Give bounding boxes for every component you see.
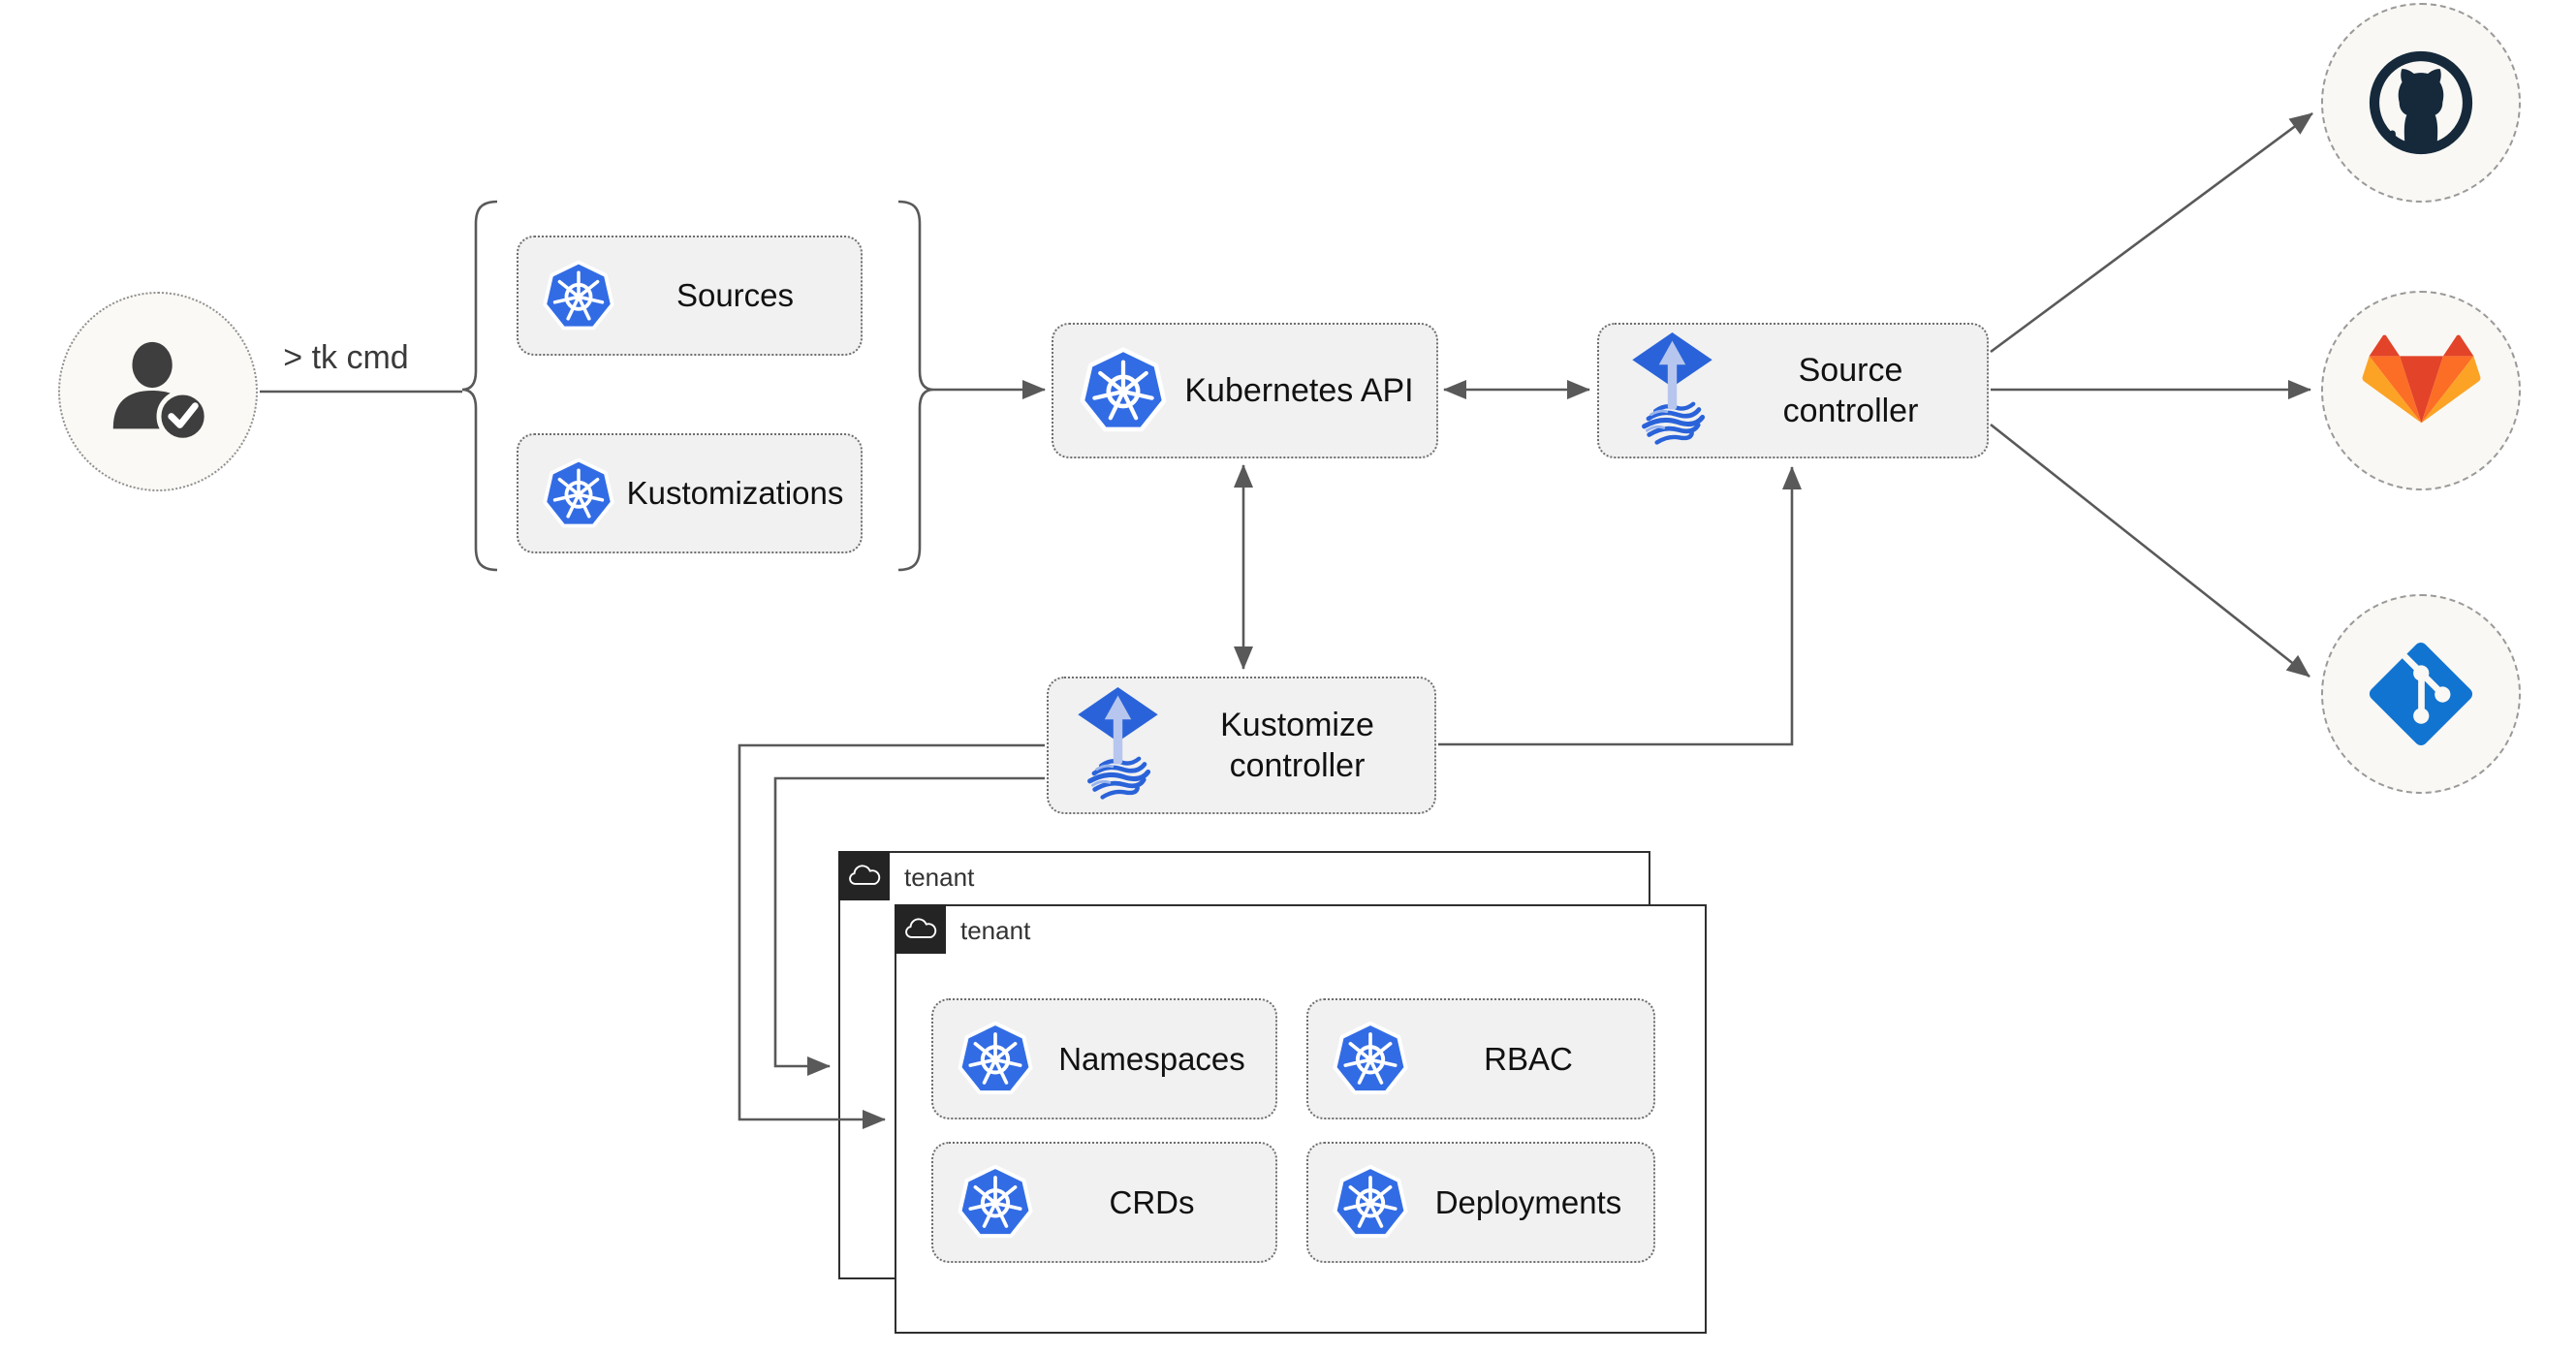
kubernetes-icon [957,1162,1034,1243]
source-controller-node: Source controller [1597,323,1989,458]
rbac-label: RBAC [1484,1040,1573,1077]
user-check-icon [101,334,215,449]
gitlab-icon [2361,333,2482,449]
edge-kustomize-to-source [1438,466,1802,746]
cloud-icon [903,918,937,941]
namespaces-label: Namespaces [1058,1040,1245,1077]
kustomize-controller-label: Kustomize controller [1220,706,1374,785]
namespaces-node: Namespaces [931,998,1277,1119]
deployments-label: Deployments [1434,1183,1622,1220]
github-icon [2363,45,2479,161]
kustomizations-label: Kustomizations [626,475,844,512]
kustomizations-node: Kustomizations [517,433,863,553]
user-avatar [58,292,258,491]
kubernetes-icon [542,456,615,532]
left-brace [461,200,498,572]
kubernetes-icon [957,1019,1034,1099]
source-controller-label: Source controller [1782,351,1919,430]
edge-source-to-github [1990,111,2313,354]
git-repo-node [2321,594,2521,794]
crds-node: CRDs [931,1142,1277,1263]
cloud-icon [847,865,881,888]
kubernetes-api-label: Kubernetes API [1184,371,1414,409]
crds-label: CRDs [1109,1183,1195,1220]
rbac-node: RBAC [1306,998,1655,1119]
kubernetes-icon [1079,344,1168,437]
edge-source-to-git [1990,423,2310,678]
kubernetes-api-node: Kubernetes API [1052,323,1438,458]
kubernetes-icon [542,258,615,334]
kubernetes-icon [1332,1162,1409,1243]
sources-label: Sources [675,277,795,314]
sources-node: Sources [517,236,863,356]
tenant-header [838,851,890,900]
kubernetes-icon [1332,1019,1409,1099]
tk-cmd-label: > tk cmd [283,339,409,376]
tenant-header [895,904,946,954]
kustomize-controller-node: Kustomize controller [1047,677,1436,814]
right-brace [897,200,934,572]
gitlab-repo-node [2321,291,2521,490]
flux-icon [1076,687,1160,804]
flux-icon [1630,332,1714,449]
tenant-label: tenant [960,916,1031,945]
tenant-label: tenant [904,863,975,892]
deployments-node: Deployments [1306,1142,1655,1263]
github-repo-node [2321,3,2521,203]
git-icon [2367,640,2475,748]
